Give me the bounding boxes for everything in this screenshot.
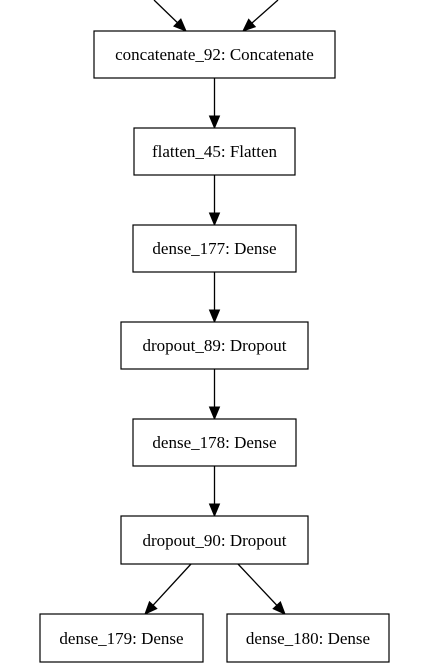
arrowhead-icon	[272, 600, 286, 615]
node-label-flatten-45: flatten_45: Flatten	[152, 142, 278, 161]
node-box-dense-180	[226, 613, 390, 663]
node-box-dense-178	[132, 418, 297, 467]
node-flatten-45: flatten_45: Flatten	[133, 127, 296, 176]
edge-dropout_90-to-dense_179	[144, 563, 192, 615]
node-label-dense-178: dense_178: Dense	[152, 433, 276, 452]
edge-line	[153, 0, 178, 24]
edge-dropout_90-to-dense_180	[237, 563, 286, 615]
node-dropout-90: dropout_90: Dropout	[120, 515, 309, 565]
node-box-dense-177	[132, 224, 297, 273]
edges-layer	[144, 0, 286, 615]
nodes-layer: concatenate_92: Concatenate flatten_45: …	[39, 30, 390, 663]
node-dense-178: dense_178: Dense	[132, 418, 297, 467]
node-box-dropout-90	[120, 515, 309, 565]
edge-input-to-concatenate_92	[242, 0, 279, 32]
arrowhead-icon	[208, 212, 221, 227]
edge-line	[152, 563, 192, 606]
node-box-dense-179	[39, 613, 204, 663]
edge-line	[251, 0, 279, 24]
arrowhead-icon	[208, 115, 221, 130]
edge-concatenate_92-to-flatten_45	[208, 78, 221, 130]
node-box-concatenate-92	[93, 30, 336, 79]
edge-line	[237, 563, 278, 606]
node-dense-180: dense_180: Dense	[226, 613, 390, 663]
arrowhead-icon	[208, 406, 221, 421]
edge-flatten_45-to-dense_177	[208, 175, 221, 227]
node-dropout-89: dropout_89: Dropout	[120, 321, 309, 370]
edge-dropout_89-to-dense_178	[208, 369, 221, 421]
arrowhead-icon	[208, 503, 221, 518]
node-concatenate-92: concatenate_92: Concatenate	[93, 30, 336, 79]
node-label-dense-179: dense_179: Dense	[59, 629, 183, 648]
arrowhead-icon	[208, 309, 221, 324]
node-label-dropout-90: dropout_90: Dropout	[142, 531, 286, 550]
edge-dense_177-to-dropout_89	[208, 272, 221, 324]
edge-input-to-concatenate_92	[153, 0, 187, 32]
arrowhead-icon	[242, 18, 257, 32]
edge-dense_178-to-dropout_90	[208, 466, 221, 518]
arrowhead-icon	[173, 18, 187, 32]
node-box-dropout-89	[120, 321, 309, 370]
node-label-dense-180: dense_180: Dense	[246, 629, 370, 648]
node-dense-179: dense_179: Dense	[39, 613, 204, 663]
arrowhead-icon	[144, 600, 158, 615]
node-dense-177: dense_177: Dense	[132, 224, 297, 273]
node-label-dense-177: dense_177: Dense	[152, 239, 276, 258]
node-box-flatten-45	[133, 127, 296, 176]
node-label-dropout-89: dropout_89: Dropout	[142, 336, 286, 355]
node-label-concatenate-92: concatenate_92: Concatenate	[115, 45, 314, 64]
